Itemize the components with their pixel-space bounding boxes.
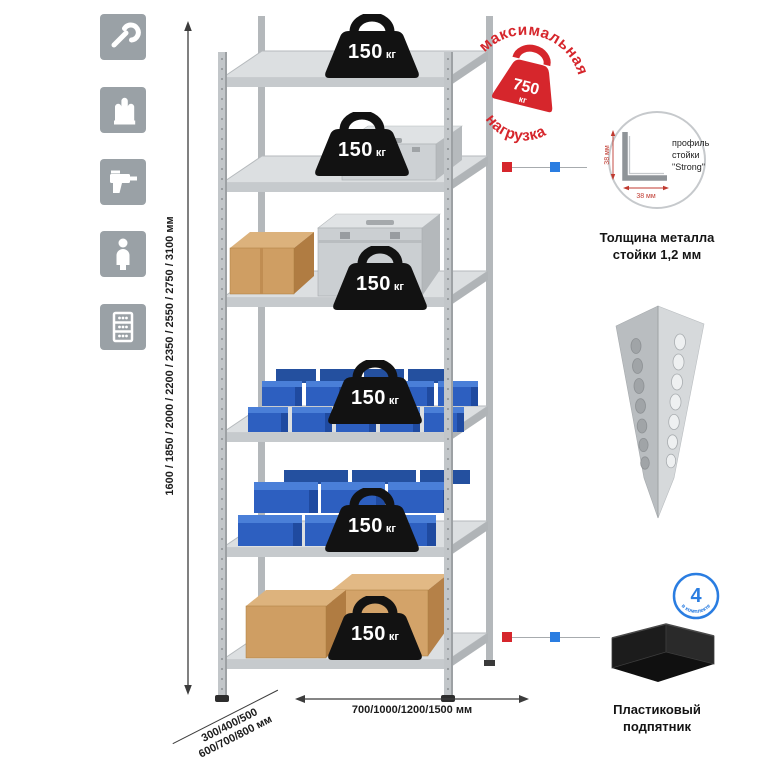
stamp-arc-bottom: нагрузка (479, 109, 552, 152)
svg-text:нагрузка: нагрузка (479, 109, 552, 152)
connector-top (505, 167, 587, 168)
profile-angle-drawing (622, 132, 667, 181)
height-dimension-line (184, 21, 192, 695)
width-dimension-label: 700/1000/1200/1500 мм (351, 704, 473, 716)
profile-label-2: стойки (672, 150, 700, 160)
kit-badge: 4 в комплекте (672, 572, 720, 620)
cardboard-box-small (229, 232, 314, 295)
load-value: 150 (356, 273, 391, 295)
load-unit: кг (375, 147, 386, 159)
weight-icon (325, 488, 419, 552)
svg-text:в комплекте: в комплекте (680, 603, 712, 615)
plastic-foot-icon (612, 652, 714, 682)
width-dimension-line (295, 695, 529, 703)
stamp-value: 750 (511, 76, 541, 99)
load-unit: кг (385, 523, 396, 535)
upright-post-image (615, 305, 705, 519)
red-marker (502, 162, 512, 172)
load-unit: кг (388, 395, 399, 407)
gloves-icon (100, 87, 146, 133)
kit-badge-text: в комплекте (680, 603, 712, 615)
profile-dim-horizontal: 38 мм (636, 193, 656, 200)
weight-icon (315, 112, 409, 176)
load-value: 150 (348, 41, 383, 63)
weight-icon (328, 360, 422, 424)
stamp-unit: кг (518, 94, 528, 106)
max-load-stamp: максимальная нагрузка 750 кг (474, 9, 600, 152)
profile-detail-circle: 38 мм 38 мм профиль стойки "Strong" (604, 111, 710, 209)
profile-label-1: профиль (672, 138, 710, 148)
load-value: 150 (338, 139, 373, 161)
weight-icon (328, 596, 422, 660)
person-icon (100, 231, 146, 277)
height-dimension-label: 1600 / 1850 / 2000 / 2200 / 2350 / 2550 … (164, 216, 176, 496)
weight-icon (325, 14, 419, 78)
kit-badge-value: 4 (690, 585, 702, 607)
load-unit: кг (385, 49, 396, 61)
profile-label-3: "Strong" (672, 162, 705, 172)
stamp-weight-icon (512, 44, 551, 67)
profile-dim-vertical: 38 мм (604, 145, 611, 165)
foot-detail-image: 4 в комплекте (611, 572, 720, 682)
red-marker (502, 632, 512, 642)
blue-marker (550, 632, 560, 642)
profile-caption: Толщина металла стойки 1,2 мм (599, 230, 715, 262)
load-value: 150 (351, 623, 386, 645)
load-unit: кг (393, 281, 404, 293)
load-value: 150 (348, 515, 383, 537)
load-value: 150 (351, 387, 386, 409)
rack-organizer-icon (100, 304, 146, 350)
blue-marker (550, 162, 560, 172)
drill-icon (100, 159, 146, 205)
load-unit: кг (388, 631, 399, 643)
wrench-icon (100, 14, 146, 60)
weight-icon (333, 246, 427, 310)
foot-caption: Пластиковый подпятник (613, 702, 701, 734)
